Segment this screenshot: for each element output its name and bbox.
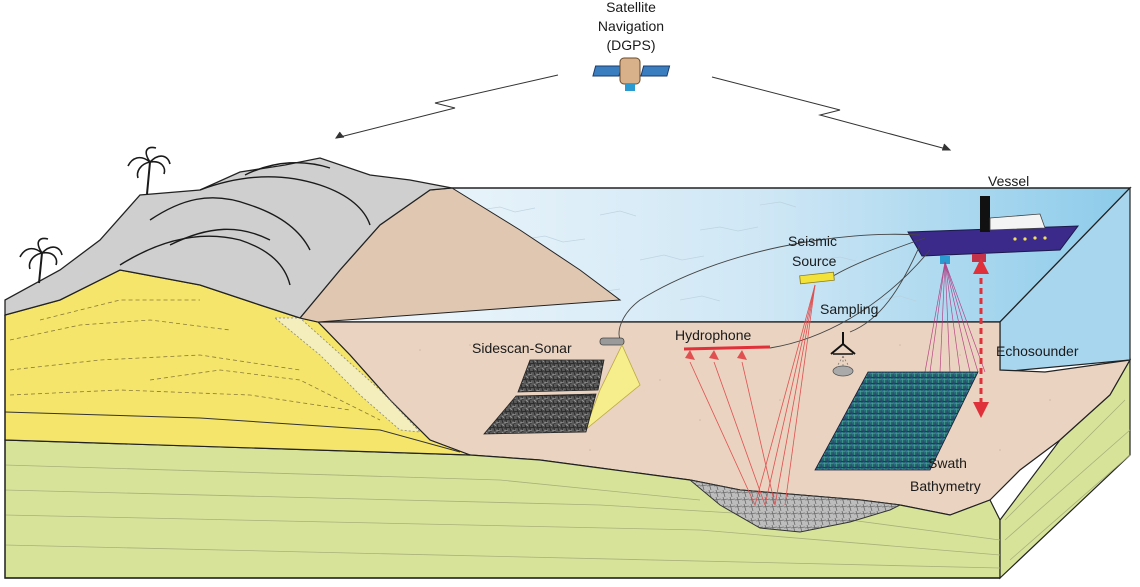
grab-sampler-icon bbox=[830, 332, 856, 377]
tow-cables bbox=[618, 233, 931, 349]
sidescan-image-top bbox=[517, 359, 605, 393]
vessel-label: Vessel bbox=[988, 173, 1029, 189]
svg-text:Satellite: Satellite bbox=[606, 0, 656, 15]
sidescan-image-bottom bbox=[483, 393, 597, 435]
palm-tree-icon bbox=[19, 237, 63, 284]
satellite-icon bbox=[592, 57, 671, 91]
ray-arrowheads bbox=[685, 350, 747, 360]
sediment-trench bbox=[689, 479, 902, 533]
ship-icon bbox=[907, 196, 1080, 264]
echosounder-arrow bbox=[973, 258, 989, 418]
satellite-signal-arrows bbox=[334, 74, 952, 151]
svg-text:Swath: Swath bbox=[928, 455, 967, 471]
bedrock-strata bbox=[4, 399, 1131, 569]
echosounder-label: Echosounder bbox=[996, 343, 1079, 359]
beach-wedge bbox=[273, 317, 422, 433]
hydrophone-streamer bbox=[683, 345, 771, 351]
swath-label: Swath Bathymetry bbox=[910, 455, 981, 494]
sidescan-label: Sidescan-Sonar bbox=[472, 340, 572, 356]
palm-tree-icon bbox=[127, 146, 171, 195]
seismic-rays bbox=[689, 284, 816, 506]
mountain-ridges bbox=[119, 161, 371, 286]
sidescan-sonar-icon bbox=[599, 337, 625, 346]
seismic-source-icon bbox=[799, 271, 835, 285]
block-top-edge bbox=[4, 315, 1000, 579]
svg-text:Seismic: Seismic bbox=[788, 233, 837, 249]
svg-text:Navigation: Navigation bbox=[598, 18, 664, 34]
swath-beams bbox=[924, 261, 986, 373]
sampling-label: Sampling bbox=[820, 301, 878, 317]
svg-text:(DGPS): (DGPS) bbox=[607, 37, 656, 53]
sand-dashes bbox=[9, 299, 381, 421]
svg-text:Bathymetry: Bathymetry bbox=[910, 478, 981, 494]
satellite-label: Satellite Navigation (DGPS) bbox=[598, 0, 664, 53]
seismic-source-label: Seismic Source bbox=[788, 233, 837, 269]
svg-text:Source: Source bbox=[792, 253, 837, 269]
hydrophone-label: Hydrophone bbox=[675, 327, 751, 343]
swath-bathymetry-map bbox=[814, 371, 979, 471]
sand-boundary bbox=[4, 411, 461, 453]
